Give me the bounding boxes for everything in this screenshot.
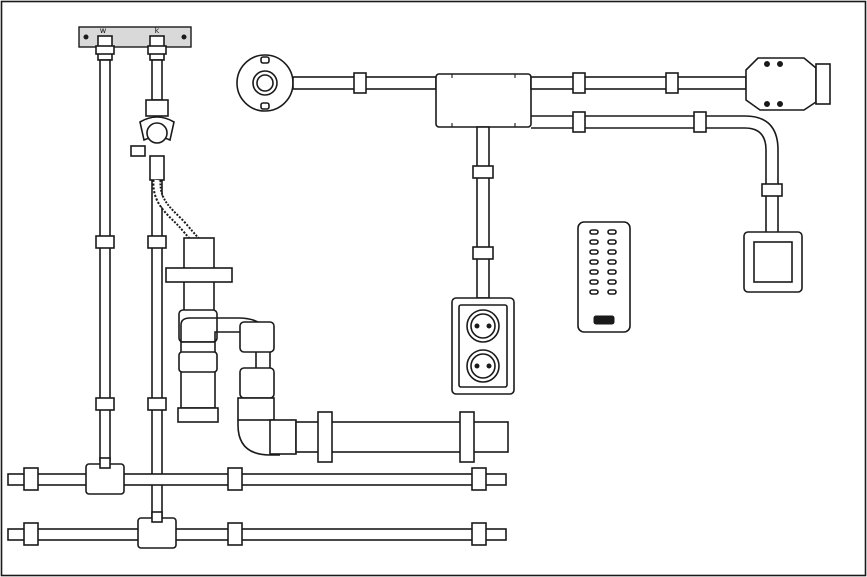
ceiling-outlet [236,54,294,112]
double-wall-socket [451,297,515,395]
cable-junction-to-switch [531,111,783,232]
wall-switch [743,231,803,293]
cable-junction-to-socket [472,126,494,299]
horizontal-pipe-top [7,457,507,495]
remote-control [577,221,631,333]
water-supply-mounting-plate: w k [78,26,192,48]
drain-siphon [165,237,509,463]
cable-outlet-to-junction [292,72,437,94]
warm-water-pipe [95,35,115,461]
angle-valve [130,99,175,181]
horizontal-pipe-bottom [7,511,507,549]
warm-water-label: w [100,26,107,35]
cable-junction-to-unit [530,72,747,94]
cold-water-label: k [155,26,160,35]
control-unit [745,57,831,111]
junction-box [435,73,532,128]
